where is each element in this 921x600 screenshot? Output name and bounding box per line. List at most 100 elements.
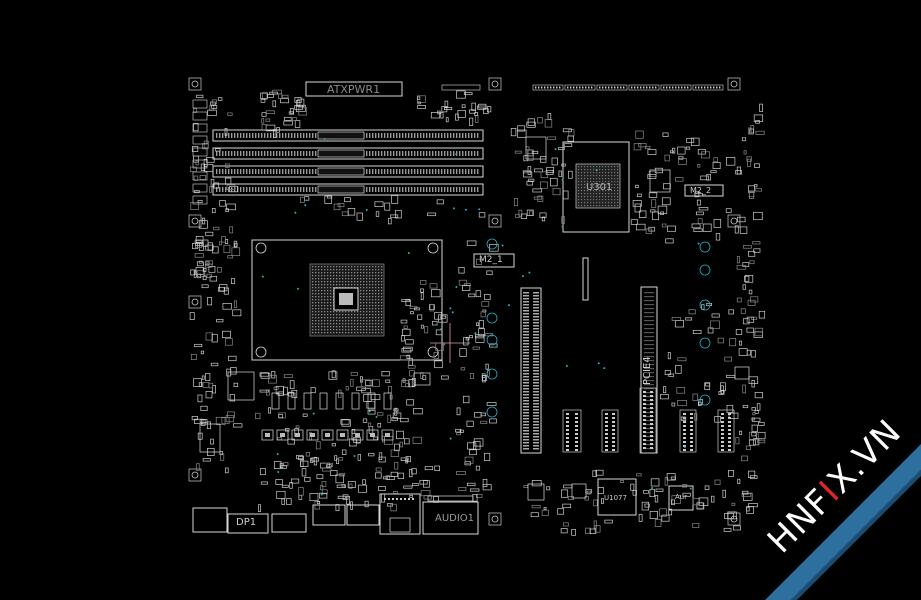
smd-component <box>601 498 604 504</box>
cpu-pin <box>339 314 341 316</box>
smd-component <box>698 207 709 211</box>
atx-power-connector[interactable] <box>305 81 403 97</box>
smd-component <box>388 385 393 394</box>
rear-io-usb-1[interactable] <box>312 504 346 526</box>
dimm-contact <box>279 169 281 174</box>
header-pin <box>728 441 731 443</box>
smd-component <box>406 354 411 359</box>
smd-component <box>456 471 466 475</box>
dimm-contact <box>276 169 278 174</box>
rear-io-ethernet[interactable] <box>379 493 421 535</box>
smd-component <box>233 300 238 308</box>
dimm-contact <box>375 169 377 174</box>
rear-io-port-left[interactable] <box>192 507 228 533</box>
smd-component <box>718 391 722 395</box>
via-dot <box>368 410 371 413</box>
via-dot <box>689 487 692 490</box>
dimm-contact <box>219 151 221 156</box>
cpu-pin <box>381 302 383 304</box>
smd-component <box>335 504 340 512</box>
chipset-ball <box>587 196 589 198</box>
cpu-pin <box>321 281 323 283</box>
via-dot <box>474 332 477 335</box>
dimm-contact <box>462 187 464 192</box>
cpu-pin <box>366 332 368 334</box>
smd-component <box>517 129 527 138</box>
cpu-pin <box>354 266 356 268</box>
chipset-ball <box>578 199 580 201</box>
header-pin <box>643 419 646 421</box>
pcie-slot-1[interactable] <box>520 287 542 454</box>
chipset-ball <box>587 199 589 201</box>
smd-component <box>360 379 371 388</box>
smd-component <box>632 200 642 207</box>
rear-io-audio[interactable] <box>422 501 479 535</box>
smd-component <box>693 228 703 232</box>
chipset-ball <box>584 205 586 207</box>
cpu-pin <box>318 317 320 319</box>
cpu-pin <box>327 284 329 286</box>
chipset-ball <box>599 169 601 171</box>
dimm-contact <box>414 187 416 192</box>
smd-component <box>260 468 266 476</box>
pcie-pin <box>644 300 654 302</box>
smd-component <box>202 268 207 272</box>
smd-component <box>230 367 237 375</box>
cpu-pin <box>315 272 317 274</box>
dimm-contact <box>453 151 455 156</box>
cpu-pin <box>345 266 347 268</box>
dimm-contact <box>261 133 263 138</box>
m2-slot-1-label-box[interactable] <box>473 253 515 268</box>
cpu-pin <box>363 332 365 334</box>
smd-component <box>227 411 235 418</box>
cpu-pin <box>324 329 326 331</box>
dimm-contact <box>468 187 470 192</box>
cpu-pin <box>330 308 332 310</box>
pcie-short-slot[interactable] <box>582 257 589 301</box>
dimm-contact <box>216 169 218 174</box>
cpu-pin <box>372 314 374 316</box>
smd-component <box>291 389 298 398</box>
m2-slot-2-label-box[interactable] <box>684 184 724 197</box>
audio-label: AUDIO1 <box>435 513 475 524</box>
rear-io-dp[interactable] <box>227 513 269 534</box>
smd-component <box>220 453 225 461</box>
smd-component <box>289 380 295 389</box>
smd-component <box>547 113 552 121</box>
cpu-socket[interactable] <box>251 239 443 361</box>
header-pin <box>721 449 724 451</box>
cpu-pin <box>339 311 341 313</box>
smd-component <box>749 431 759 440</box>
smd-component <box>710 170 717 174</box>
dimm-contact <box>240 151 242 156</box>
chipset-outline[interactable] <box>562 141 630 233</box>
smd-component <box>339 472 345 477</box>
cpu-pin <box>369 332 371 334</box>
aur-label: Aur <box>675 493 688 501</box>
chipset-ball <box>614 196 616 198</box>
cpu-pin <box>363 314 365 316</box>
smd-component <box>752 241 761 245</box>
dimm-slot-b2[interactable] <box>212 183 484 196</box>
top-header-pin <box>538 86 540 89</box>
dimm-slot-a1[interactable] <box>212 129 484 142</box>
chipset-ball <box>578 178 580 180</box>
dimm-contact <box>477 133 479 138</box>
header-pin <box>683 433 686 435</box>
cpu-pin <box>348 332 350 334</box>
u301-label: U301 <box>586 182 613 193</box>
cpu-pin <box>348 320 350 322</box>
rear-io-hdmi[interactable] <box>271 513 307 533</box>
chipset-ball <box>584 184 586 186</box>
dimm-contact <box>237 151 239 156</box>
dimm-slot-a2[interactable] <box>212 147 484 160</box>
u1077-chip[interactable] <box>597 478 637 516</box>
cpu-pin <box>315 278 317 280</box>
rear-io-usb-2[interactable] <box>346 504 380 526</box>
atx-power-label: ATXPWR1 <box>327 83 381 96</box>
smd-component <box>233 240 238 248</box>
dimm-contact <box>249 151 251 156</box>
smd-component <box>562 503 572 509</box>
chipset-ball <box>578 187 580 189</box>
